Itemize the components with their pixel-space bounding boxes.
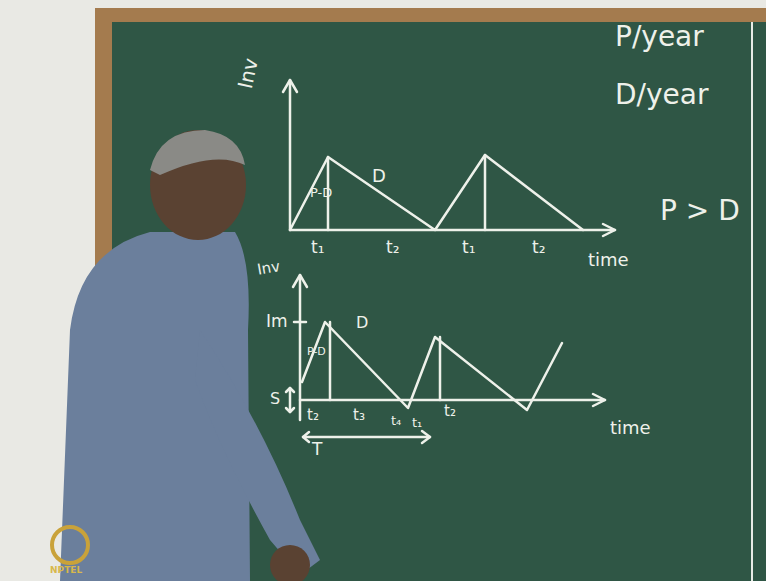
level-label: Im <box>266 312 288 331</box>
lecturer-figure <box>52 130 320 581</box>
shortage-label: S <box>270 390 280 408</box>
time-mark: t₁ <box>311 238 324 257</box>
time-mark: t₁ <box>462 238 475 257</box>
time-mark: t₂ <box>532 238 545 257</box>
time-mark: t₁ <box>412 416 422 430</box>
note-text: P > D <box>660 196 740 227</box>
note-text: P/year <box>615 22 704 53</box>
time-mark: t₂ <box>444 403 456 420</box>
slope-label: D <box>356 314 368 332</box>
slope-label: P-D <box>307 346 326 358</box>
watermark: NPTEL <box>50 566 82 576</box>
chalk-graphs <box>283 80 615 443</box>
time-mark: t₂ <box>386 238 399 257</box>
period-label: T <box>312 440 322 459</box>
axis-label: time <box>588 250 629 270</box>
slope-label: P-D <box>310 186 332 200</box>
slope-label: D <box>372 166 386 186</box>
note-text: D/year <box>615 80 708 111</box>
axis-label: time <box>610 418 651 438</box>
time-mark: t₃ <box>353 407 365 424</box>
time-mark: t₄ <box>391 414 401 428</box>
axis-label: Inv <box>256 258 281 278</box>
board-edge-line <box>751 22 753 581</box>
time-mark: t₂ <box>307 407 319 424</box>
